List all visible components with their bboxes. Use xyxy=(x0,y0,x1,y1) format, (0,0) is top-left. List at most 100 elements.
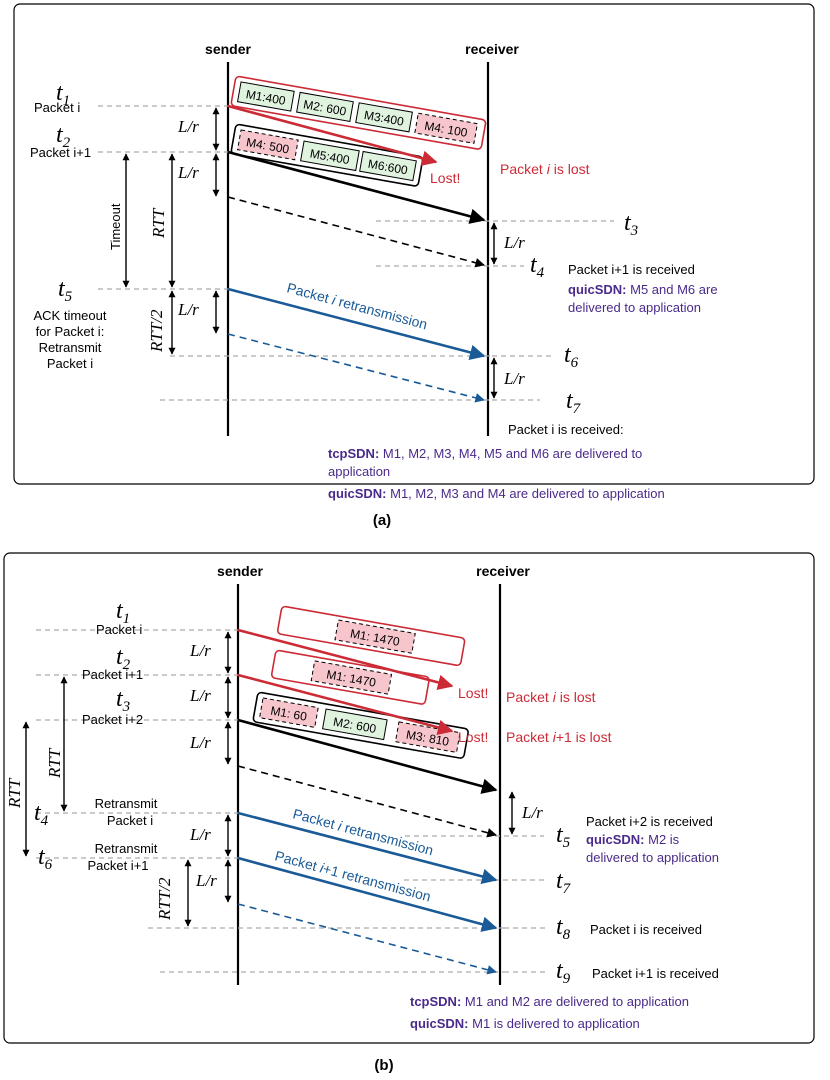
retransmit-notes: Retransmit Packet i Retransmit Packet i+… xyxy=(87,796,157,873)
retx-i-arrow-b xyxy=(237,811,498,885)
packet-i-label-b: Packet i xyxy=(96,622,142,637)
retransmission-arrow xyxy=(227,287,486,360)
lr-label-b3: L/r xyxy=(189,733,211,752)
lost-label-b1: Lost! xyxy=(458,685,488,701)
lr-label-3: L/r xyxy=(177,300,199,319)
retransmission-label: Packet i retransmission xyxy=(285,279,429,332)
packet-i2-tail-arrow-b xyxy=(237,765,497,838)
recv-i-note-b: Packet i is received xyxy=(590,922,702,937)
quic-a1-note: quicSDN: M5 and M6 are xyxy=(568,282,718,297)
lr-label-b1: L/r xyxy=(189,641,211,660)
rtt-half-label: RTT/2 xyxy=(147,309,166,353)
caption-b: (b) xyxy=(374,1057,393,1074)
retx-i1-arrow-b xyxy=(237,856,498,932)
packet-i1-box: M4: 500 M5:400 M6:600 xyxy=(230,123,424,187)
t5-label-b: t5 xyxy=(556,822,571,851)
caption-a: (a) xyxy=(373,512,391,529)
tcp-b-note: tcpSDN: M1 and M2 are delivered to appli… xyxy=(410,994,689,1009)
recv-i1-note-b: Packet i+1 is received xyxy=(592,966,719,981)
rtt-label-b1: RTT xyxy=(45,747,64,779)
quic-b1-note: quicSDN: M2 is xyxy=(586,832,680,847)
packet-i1-label: Packet i+1 xyxy=(30,145,91,160)
rtt-label: RTT xyxy=(149,207,168,239)
retransmission-tail-arrow xyxy=(227,333,485,403)
recv-i2-note: Packet i+2 is received xyxy=(586,814,713,829)
time-gridlines-b xyxy=(36,629,548,973)
quic-b1-line2: delivered to application xyxy=(586,850,719,865)
quic-b2-note: quicSDN: M1 is delivered to application xyxy=(410,1016,640,1031)
sender-label: sender xyxy=(205,41,251,57)
lost-note-i1: Packet i+1 is lost xyxy=(506,729,612,745)
packet-i-arrow-b xyxy=(237,628,454,690)
retx-tail-arrow-b xyxy=(237,903,497,975)
t5-label: t5 xyxy=(58,276,73,305)
msg-m5: M5:400 xyxy=(309,146,351,167)
t6-label-b: t6 xyxy=(38,844,53,873)
recv-i1-note: Packet i+1 is received xyxy=(568,262,695,277)
msg-m1: M1:400 xyxy=(245,87,287,108)
msg-m1-b3: M1: 60 xyxy=(269,704,308,724)
t3-label: t3 xyxy=(624,210,638,239)
panel-b: sender receiver t1 t2 t3 t4 t6 t5 t7 t8 xyxy=(3,552,815,1074)
packet-i1-arrow xyxy=(227,150,486,224)
ack-timeout-note: ACK timeout for Packet i: Retransmit Pac… xyxy=(34,308,107,371)
quic-a2-note: quicSDN: M1, M2, M3 and M4 are delivered… xyxy=(328,486,665,501)
lr-label-5: L/r xyxy=(503,369,525,388)
lr-label-b5: L/r xyxy=(195,871,217,890)
tcp-a-note: tcpSDN: M1, M2, M3, M4, M5 and M6 are de… xyxy=(328,446,642,461)
packet-i-box-b: M1: 1470 xyxy=(276,605,466,667)
svg-text:Packet i: Packet i xyxy=(107,813,153,828)
lr-label-1: L/r xyxy=(177,117,199,136)
panel-b-frame xyxy=(3,552,815,1044)
packet-i1-label-b: Packet i+1 xyxy=(82,667,143,682)
packet-i-box: M1:400 M2: 600 M3:400 M4: 100 xyxy=(230,75,487,150)
packet-i1-arrow-b xyxy=(237,673,454,735)
timeout-label: Timeout xyxy=(108,203,123,250)
t4-label: t4 xyxy=(530,252,545,281)
packet-i2-label-b: Packet i+2 xyxy=(82,712,143,727)
panel-a-frame xyxy=(13,3,815,485)
svg-text:for Packet i:: for Packet i: xyxy=(36,324,105,339)
receiver-label: receiver xyxy=(465,41,519,57)
packet-i2-arrow-b xyxy=(237,718,498,794)
packet-i1-tail-arrow xyxy=(227,196,485,268)
svg-text:Retransmit: Retransmit xyxy=(95,796,158,811)
t7-label: t7 xyxy=(566,388,582,417)
rtt-half-label-b: RTT/2 xyxy=(155,877,174,921)
lr-label-4: L/r xyxy=(503,233,525,252)
recv-i-note: Packet i is received: xyxy=(508,422,624,437)
lr-label-b4: L/r xyxy=(189,825,211,844)
t3-label-b: t3 xyxy=(116,686,130,715)
tcp-a-line2: application xyxy=(328,464,390,479)
receiver-label-b: receiver xyxy=(476,563,530,579)
lost-label: Lost! xyxy=(430,170,460,186)
packet-lost-note: Packet i is lost xyxy=(500,161,590,177)
lost-note-i: Packet i is lost xyxy=(506,689,596,705)
lost-label-b2: Lost! xyxy=(458,729,488,745)
svg-text:ACK timeout: ACK timeout xyxy=(34,308,107,323)
packet-i-arrow xyxy=(227,104,438,166)
quic-a1-line2: delivered to application xyxy=(568,300,701,315)
rtt-label-b2: RTT xyxy=(5,777,24,809)
sender-label-b: sender xyxy=(217,563,263,579)
packet-i1-box-b: M1: 1470 xyxy=(270,649,430,705)
lr-label-2: L/r xyxy=(177,163,199,182)
t9-label-b: t9 xyxy=(556,958,571,987)
panel-a: sender receiver t1 t2 t3 t4 t5 t6 t7 Pac… xyxy=(13,3,815,529)
t7-label-b: t7 xyxy=(556,868,572,897)
lr-label-b6: L/r xyxy=(521,803,543,822)
svg-text:Retransmit: Retransmit xyxy=(39,340,102,355)
time-gridlines xyxy=(98,105,614,401)
packet-i-label: Packet i xyxy=(34,100,80,115)
packet-i2-box-b: M1: 60 M2: 600 M3: 810 xyxy=(252,691,469,759)
msg-m6: M6:600 xyxy=(367,157,409,178)
svg-text:Packet i: Packet i xyxy=(47,356,93,371)
t4-label-b: t4 xyxy=(34,800,49,829)
svg-text:Retransmit: Retransmit xyxy=(95,841,158,856)
svg-text:Packet i+1: Packet i+1 xyxy=(87,858,148,873)
t8-label-b: t8 xyxy=(556,914,571,943)
msg-m3: M3:400 xyxy=(363,108,405,129)
t6-label: t6 xyxy=(564,342,579,371)
lr-label-b2: L/r xyxy=(189,686,211,705)
